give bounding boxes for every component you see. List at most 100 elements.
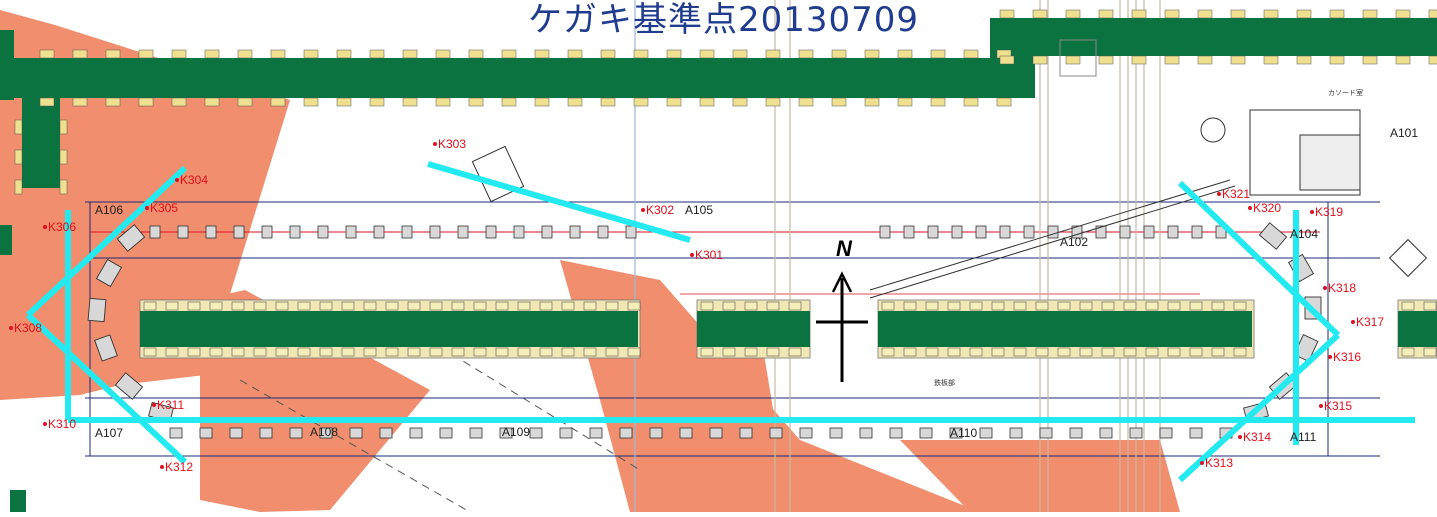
wall-stud (897, 97, 913, 107)
wall-stud (798, 49, 814, 59)
shield-stud (1233, 301, 1247, 311)
shield-stud (722, 347, 736, 357)
shield-stud (1057, 347, 1071, 357)
k-point-label-k308: K308 (14, 321, 43, 335)
wall-stud (435, 49, 451, 59)
beamline-magnet (1167, 225, 1179, 239)
k-point-marker (1351, 320, 1355, 324)
shield-stud (1211, 347, 1225, 357)
shield-stud (1079, 347, 1093, 357)
shield-stud (517, 347, 531, 357)
beamline-magnet (709, 427, 723, 439)
shield-stud (209, 347, 223, 357)
shield-stud (341, 347, 355, 357)
k-point-label-k314: K314 (1243, 430, 1272, 444)
beamline-magnet (949, 427, 963, 439)
beamline-magnet (233, 225, 245, 239)
beamline-magnet (409, 427, 423, 439)
wall-stud (999, 9, 1015, 19)
k-point-marker (145, 206, 149, 210)
wall-stud (171, 97, 187, 107)
k-point-marker (690, 253, 694, 257)
wall-stud (963, 97, 979, 107)
beamline-magnet (829, 427, 843, 439)
wall-stud (138, 49, 154, 59)
shield-stud (143, 347, 157, 357)
shield-stud (700, 347, 714, 357)
shield-stud (722, 301, 736, 311)
wall-stud (831, 49, 847, 59)
beamline-magnet (457, 225, 469, 239)
k-point-marker (160, 465, 164, 469)
north-arrow (816, 271, 868, 382)
wall-stud (1131, 9, 1147, 19)
wall-stud (1329, 55, 1345, 65)
beamline-magnet (205, 225, 217, 239)
shield-stud (363, 301, 377, 311)
wall-stud (237, 49, 253, 59)
wall-stud (1065, 9, 1081, 19)
beamline-magnet (289, 225, 301, 239)
wall-stud (336, 97, 352, 107)
wall-stud (732, 49, 748, 59)
cathode-room-note: カソード室 (1328, 89, 1363, 97)
wall-stud (1131, 55, 1147, 65)
shield-stud (209, 301, 223, 311)
beamline-magnet (859, 427, 873, 439)
shield-stud (297, 301, 311, 311)
shield-stud (407, 301, 421, 311)
shield-stud (744, 347, 758, 357)
wall-stud (600, 49, 616, 59)
wall-stud (14, 149, 23, 165)
shield-stud (700, 301, 714, 311)
wall-stud (1395, 55, 1411, 65)
wall-stud (105, 97, 121, 107)
north-label: N (836, 236, 852, 261)
dashed-lines (239, 309, 641, 513)
wall-stud (105, 49, 121, 59)
beamline-magnet (1071, 225, 1083, 239)
wall-stud (765, 49, 781, 59)
beamline-magnet (903, 225, 915, 239)
beamline-magnet (597, 225, 609, 239)
shield-stud (1401, 301, 1415, 311)
wall-stud (59, 179, 68, 195)
beamline-magnet (739, 427, 753, 439)
k-point-marker (43, 225, 47, 229)
diagram-title: ケガキ基準点20130709 (528, 0, 920, 40)
beamline-magnet (401, 225, 413, 239)
k-point-label-k306: K306 (48, 220, 77, 234)
beamline-magnet (1129, 427, 1143, 439)
shield-stud (1145, 301, 1159, 311)
shield-stud (253, 301, 267, 311)
shield-stud (473, 347, 487, 357)
shield-stud (539, 301, 553, 311)
wall-stud (72, 49, 88, 59)
k-point-marker (1248, 206, 1252, 210)
beamline-magnet (679, 427, 693, 439)
beamline-magnet (1159, 427, 1173, 439)
shield-stud (1013, 301, 1027, 311)
top-wall (0, 18, 1437, 188)
shield-stud (881, 301, 895, 311)
shield-stud (319, 301, 333, 311)
shield-stud (385, 347, 399, 357)
beamline-magnet (373, 225, 385, 239)
shield-stud (363, 347, 377, 357)
k-point-marker (1217, 192, 1221, 196)
beamline-magnet (261, 225, 273, 239)
wall-stud (369, 49, 385, 59)
wall-stud (14, 179, 23, 195)
wall-stud (402, 97, 418, 107)
wall-stud (1428, 9, 1437, 19)
shield-stud (947, 347, 961, 357)
wall-stud (600, 97, 616, 107)
wall-stud (303, 97, 319, 107)
beamline-magnet (541, 225, 553, 239)
wall-stud (534, 97, 550, 107)
k-point-marker (433, 142, 437, 146)
shield-stud (925, 301, 939, 311)
beamline-magnet (485, 225, 497, 239)
